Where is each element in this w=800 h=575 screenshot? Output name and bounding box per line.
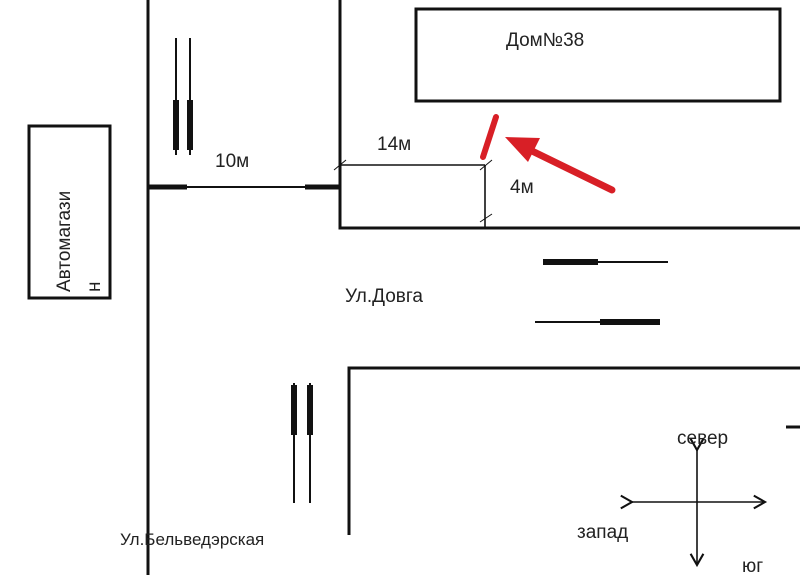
pointer-arrow-icon	[526, 146, 616, 194]
compass-icon	[620, 438, 768, 568]
traffic-arrows-bottom	[291, 383, 313, 503]
car-mark	[480, 114, 499, 160]
traffic-arrows-top	[173, 38, 193, 155]
street-belvederskaya-label: Ул.Бельведэрская	[120, 530, 264, 549]
distance-14m-label: 14м	[377, 134, 411, 155]
distance-10m-label: 10м	[215, 151, 249, 172]
block-edge-lower	[347, 366, 800, 535]
street-dovga-label: Ул.Довга	[345, 286, 423, 307]
north-label: север	[677, 428, 728, 449]
house-label: Дом№38	[506, 30, 584, 51]
shop-outline	[27, 124, 112, 300]
shop-label: Автомагази	[54, 191, 75, 292]
measure-14m-4m	[333, 159, 493, 228]
west-label: запад	[577, 522, 628, 543]
south-label: юг	[742, 556, 763, 575]
house-outline	[414, 7, 782, 103]
shop-label-end: н	[84, 282, 105, 293]
accident-marker	[480, 114, 616, 194]
block-edge-upper	[338, 0, 800, 230]
distance-4m-label: 4м	[510, 177, 534, 198]
traffic-arrows-street	[535, 259, 668, 325]
